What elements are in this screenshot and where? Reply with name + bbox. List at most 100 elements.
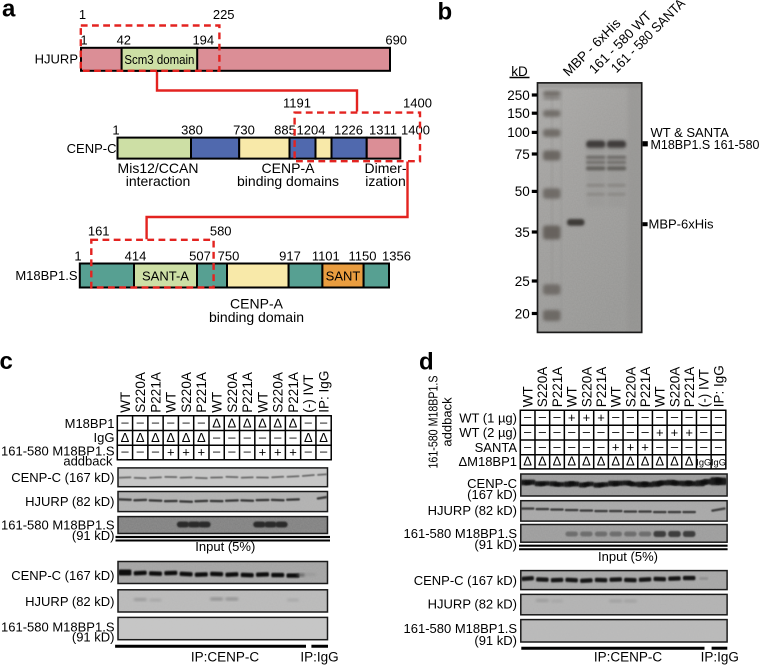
svg-text:25: 25 [515, 274, 530, 289]
svg-text:+: + [167, 445, 175, 460]
svg-text:WT: WT [565, 386, 580, 407]
svg-text:WT: WT [255, 392, 270, 413]
svg-text:(-) IVT: (-) IVT [301, 374, 316, 412]
svg-text:–: – [274, 429, 282, 444]
svg-text:Δ: Δ [626, 454, 635, 469]
svg-text:ization: ization [365, 173, 405, 189]
svg-text:Δ: Δ [670, 454, 679, 469]
svg-text:1400: 1400 [401, 123, 430, 138]
svg-text:–: – [656, 409, 664, 424]
svg-text:–: – [553, 439, 561, 454]
svg-text:+: + [685, 425, 693, 440]
svg-text:–: – [167, 415, 175, 430]
svg-text:SANT: SANT [326, 268, 361, 283]
svg-text:IP: IgG: IP: IgG [711, 365, 726, 407]
svg-text:161-580 M18BP1.S: 161-580 M18BP1.S [1, 619, 115, 634]
svg-text:–: – [583, 424, 591, 439]
svg-text:Δ: Δ [304, 430, 313, 445]
svg-text:–: – [305, 415, 313, 430]
svg-text:IP:IgG: IP:IgG [701, 649, 739, 664]
svg-text:750: 750 [218, 248, 240, 263]
svg-text:–: – [121, 415, 129, 430]
svg-text:–: – [641, 409, 649, 424]
svg-text:194: 194 [192, 32, 214, 47]
svg-text:–: – [686, 439, 694, 454]
svg-text:–: – [305, 444, 313, 459]
svg-text:Δ: Δ [319, 430, 328, 445]
svg-text:MBP-6xHis: MBP-6xHis [649, 217, 715, 232]
svg-text:161-580 M18BP1.S: 161-580 M18BP1.S [404, 526, 518, 541]
svg-text:IP: IgG: IP: IgG [317, 371, 332, 413]
svg-text:–: – [715, 439, 723, 454]
svg-text:161-580 M18BP1.S: 161-580 M18BP1.S [1, 444, 115, 459]
svg-text:1150: 1150 [349, 248, 377, 263]
svg-text:Δ: Δ [197, 430, 206, 445]
svg-text:42: 42 [117, 32, 131, 47]
svg-text:+: + [627, 440, 635, 455]
svg-text:+: + [568, 410, 576, 425]
svg-text:–: – [597, 424, 605, 439]
svg-text:CENP-C (167 kD): CENP-C (167 kD) [11, 568, 114, 583]
svg-text:1356: 1356 [382, 248, 411, 263]
svg-text:380: 380 [181, 123, 203, 138]
svg-text:Δ: Δ [166, 430, 175, 445]
svg-text:Δ: Δ [523, 454, 532, 469]
svg-text:Δ: Δ [641, 454, 650, 469]
svg-text:–: – [524, 409, 532, 424]
svg-text:(91 kD): (91 kD) [72, 528, 115, 543]
svg-text:S220A: S220A [579, 367, 594, 408]
svg-text:+: + [259, 445, 267, 460]
svg-text:730: 730 [233, 123, 255, 138]
svg-text:CENP-A: CENP-A [230, 296, 284, 312]
svg-text:Δ: Δ [258, 415, 267, 430]
svg-text:+: + [597, 410, 605, 425]
svg-text:1101: 1101 [312, 248, 340, 263]
svg-text:+: + [274, 445, 282, 460]
svg-text:(91 kD): (91 kD) [72, 630, 115, 645]
svg-text:ΔM18BP1: ΔM18BP1 [458, 454, 517, 469]
svg-text:–: – [715, 409, 723, 424]
svg-text:Δ: Δ [611, 454, 620, 469]
svg-text:–: – [568, 424, 576, 439]
svg-text:–: – [553, 409, 561, 424]
svg-text:WT: WT [164, 392, 179, 413]
svg-text:Δ: Δ [553, 454, 562, 469]
svg-text:–: – [568, 439, 576, 454]
svg-text:885: 885 [274, 123, 296, 138]
svg-text:+: + [289, 445, 297, 460]
svg-text:507: 507 [189, 248, 211, 263]
svg-text:580: 580 [210, 224, 232, 239]
svg-text:+: + [198, 445, 206, 460]
svg-text:Δ: Δ [136, 430, 145, 445]
svg-text:1: 1 [79, 7, 86, 22]
svg-text:–: – [121, 444, 129, 459]
svg-text:CENP-C: CENP-C [67, 141, 117, 156]
svg-text:1191: 1191 [283, 96, 311, 111]
svg-text:Δ: Δ [597, 454, 606, 469]
svg-text:75: 75 [515, 147, 530, 162]
svg-text:(167 kD): (167 kD) [467, 487, 517, 502]
svg-text:–: – [259, 429, 267, 444]
svg-text:–: – [289, 429, 297, 444]
svg-text:S220A: S220A [133, 372, 148, 413]
svg-text:–: – [583, 439, 591, 454]
svg-text:414: 414 [125, 248, 147, 263]
svg-text:Δ: Δ [121, 430, 130, 445]
svg-text:–: – [715, 424, 723, 439]
svg-text:Mis12/CCAN: Mis12/CCAN [118, 160, 199, 176]
svg-text:IP:IgG: IP:IgG [300, 649, 338, 664]
svg-text:WT: WT [118, 392, 133, 413]
svg-text:P221A: P221A [550, 367, 565, 408]
svg-text:HJURP (82 kD): HJURP (82 kD) [428, 597, 517, 612]
svg-text:+: + [583, 410, 591, 425]
svg-text:–: – [700, 424, 708, 439]
svg-text:–: – [244, 429, 252, 444]
svg-text:WT: WT [521, 386, 536, 407]
svg-text:1400: 1400 [403, 96, 432, 111]
svg-text:–: – [553, 424, 561, 439]
svg-text:–: – [137, 444, 145, 459]
svg-text:–: – [539, 439, 547, 454]
svg-text:–: – [137, 415, 145, 430]
svg-text:SANT-A: SANT-A [142, 268, 189, 283]
svg-text:IgG: IgG [696, 457, 711, 467]
